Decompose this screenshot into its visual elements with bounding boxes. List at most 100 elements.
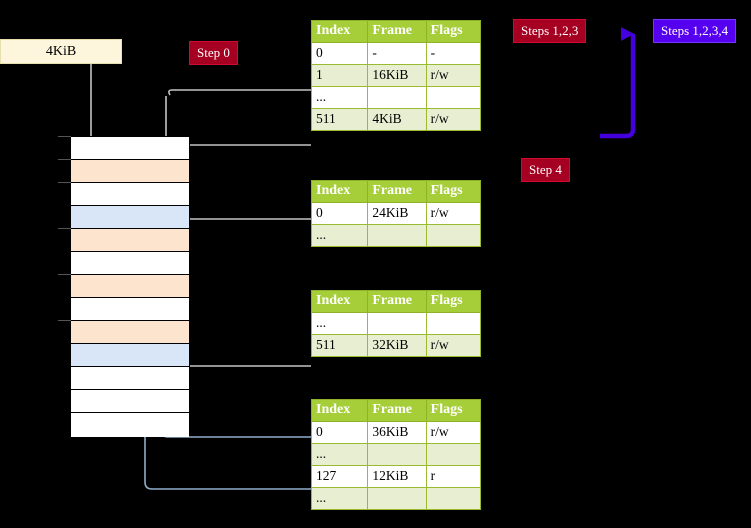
badge-step-4-label: Step 4: [529, 162, 562, 177]
wire-steps-bracket: [600, 27, 636, 139]
physical-memory-grid: [70, 136, 190, 437]
cell-index: 0: [310, 202, 369, 225]
memory-row[interactable]: [71, 321, 189, 344]
grid-tick: [58, 274, 71, 275]
table-row[interactable]: 0 24KiB r/w: [310, 202, 482, 225]
cell-frame: [367, 487, 427, 510]
memory-row[interactable]: [71, 183, 189, 206]
cell-frame: 4KiB: [367, 108, 427, 131]
table-row[interactable]: ...: [310, 443, 482, 466]
cell-flags: [425, 487, 482, 510]
cell-flags: r: [425, 465, 482, 488]
page-table-pdpt: Index Frame Flags 0 24KiB r/w ...: [310, 180, 482, 247]
memory-row[interactable]: [71, 160, 189, 183]
grid-tick: [58, 159, 71, 160]
cell-frame: 36KiB: [367, 421, 427, 444]
grid-tick: [58, 136, 71, 137]
cell-flags: [425, 443, 482, 466]
cell-frame: 32KiB: [367, 334, 427, 357]
table-row[interactable]: 0 36KiB r/w: [310, 421, 482, 444]
cell-frame: -: [367, 42, 427, 65]
column-header-frame: Frame: [367, 20, 427, 43]
cell-flags: r/w: [425, 334, 482, 357]
cell-index: ...: [310, 443, 369, 466]
cell-frame: 16KiB: [367, 64, 427, 87]
cell-index: 511: [310, 334, 369, 357]
table-row[interactable]: ...: [310, 224, 482, 247]
table-row[interactable]: 511 32KiB r/w: [310, 334, 482, 357]
cell-index: ...: [310, 312, 369, 335]
wire-pml4-511-to-grid: [169, 144, 311, 163]
grid-tick: [58, 182, 71, 183]
memory-row[interactable]: [71, 252, 189, 275]
badge-steps-1234-label: Steps 1,2,3,4: [661, 23, 729, 38]
cell-index: ...: [310, 487, 369, 510]
memory-size-text: 4KiB: [45, 43, 77, 59]
cell-flags: [425, 86, 482, 109]
badge-step-4: Step 4: [521, 158, 570, 182]
column-header-flags: Flags: [425, 399, 482, 422]
cell-flags: -: [425, 42, 482, 65]
cell-index: 1: [310, 64, 369, 87]
cell-flags: [425, 224, 482, 247]
column-header-index: Index: [310, 20, 369, 43]
column-header-index: Index: [310, 180, 369, 203]
cell-frame: [367, 443, 427, 466]
column-header-frame: Frame: [367, 290, 427, 313]
cell-frame: [367, 224, 427, 247]
badge-steps-1234: Steps 1,2,3,4: [653, 19, 737, 43]
table-header-row: Index Frame Flags: [310, 290, 482, 313]
memory-row[interactable]: [71, 229, 189, 252]
wire-step0-drop: [168, 89, 311, 96]
table-header-row: Index Frame Flags: [310, 180, 482, 203]
table-header-row: Index Frame Flags: [310, 399, 482, 422]
memory-size-label: 4KiB: [0, 39, 122, 64]
memory-row[interactable]: [71, 413, 189, 437]
memory-row[interactable]: [71, 344, 189, 367]
cell-frame: 12KiB: [367, 465, 427, 488]
page-table-pt: Index Frame Flags 0 36KiB r/w ... 127 12…: [310, 399, 482, 510]
cell-flags: r/w: [425, 421, 482, 444]
column-header-index: Index: [310, 290, 369, 313]
memory-row[interactable]: [71, 367, 189, 390]
cell-index: ...: [310, 224, 369, 247]
table-row[interactable]: ...: [310, 487, 482, 510]
table-header-row: Index Frame Flags: [310, 20, 482, 43]
memory-row[interactable]: [71, 206, 189, 229]
wire-pdpt-to-grid: [177, 218, 311, 255]
wire-pd-to-grid: [171, 337, 311, 367]
cell-flags: r/w: [425, 108, 482, 131]
table-row[interactable]: 0 - -: [310, 42, 482, 65]
cell-index: 0: [310, 421, 369, 444]
memory-row[interactable]: [71, 275, 189, 298]
badge-step-0: Step 0: [189, 41, 238, 65]
badge-steps-123: Steps 1,2,3: [513, 19, 587, 43]
cell-index: ...: [310, 86, 369, 109]
page-table-pd: Index Frame Flags ... 511 32KiB r/w: [310, 290, 482, 357]
column-header-index: Index: [310, 399, 369, 422]
table-row[interactable]: ...: [310, 312, 482, 335]
grid-tick: [58, 320, 71, 321]
table-row[interactable]: ...: [310, 86, 482, 109]
badge-step-0-label: Step 0: [197, 45, 230, 60]
memory-row[interactable]: [71, 390, 189, 413]
cell-index: 0: [310, 42, 369, 65]
cell-flags: [425, 312, 482, 335]
table-row-highlighted[interactable]: 511 4KiB r/w: [310, 108, 482, 131]
page-table-pml4: Index Frame Flags 0 - - 1 16KiB r/w ... …: [310, 20, 482, 131]
column-header-flags: Flags: [425, 290, 482, 313]
cell-index: 127: [310, 465, 369, 488]
table-row[interactable]: 127 12KiB r: [310, 465, 482, 488]
memory-row[interactable]: [71, 298, 189, 321]
column-header-frame: Frame: [367, 180, 427, 203]
cell-flags: r/w: [425, 202, 482, 225]
column-header-frame: Frame: [367, 399, 427, 422]
cell-frame: 24KiB: [367, 202, 427, 225]
badge-steps-123-label: Steps 1,2,3: [521, 23, 579, 38]
cell-frame: [367, 312, 427, 335]
cell-index: 511: [310, 108, 369, 131]
table-row[interactable]: 1 16KiB r/w: [310, 64, 482, 87]
memory-row[interactable]: [71, 137, 189, 160]
cell-flags: r/w: [425, 64, 482, 87]
